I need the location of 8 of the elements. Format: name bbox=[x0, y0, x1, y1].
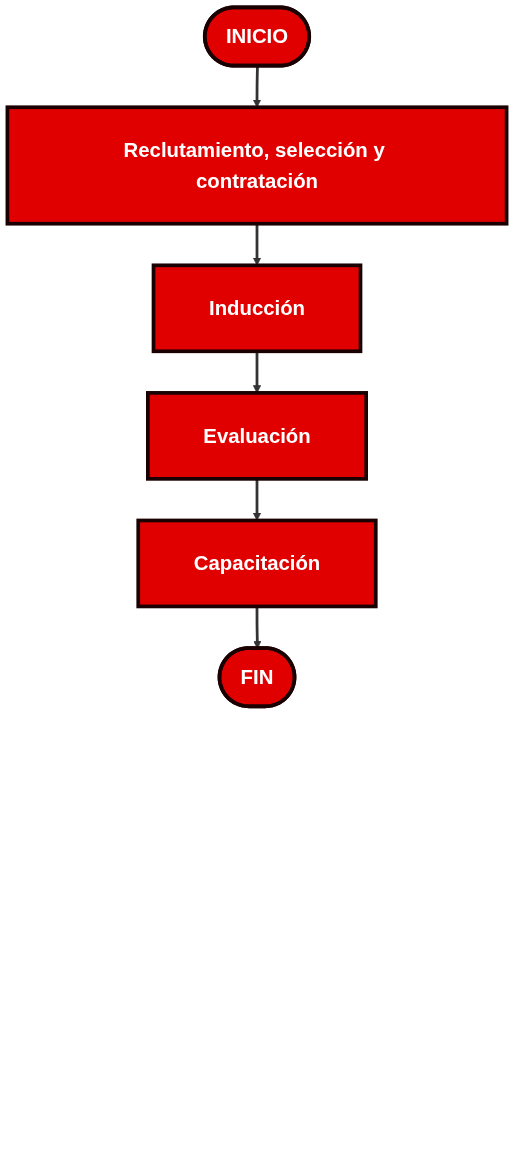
node-box: Capacitación bbox=[136, 518, 378, 609]
arrow bbox=[252, 66, 262, 108]
arrow bbox=[253, 606, 262, 649]
arrow bbox=[252, 478, 262, 521]
node-box: Reclutamiento, selección y contratación bbox=[5, 105, 509, 226]
arrow bbox=[252, 223, 262, 266]
node-box: Evaluación bbox=[146, 391, 368, 481]
node-box: Inducción bbox=[151, 263, 363, 354]
